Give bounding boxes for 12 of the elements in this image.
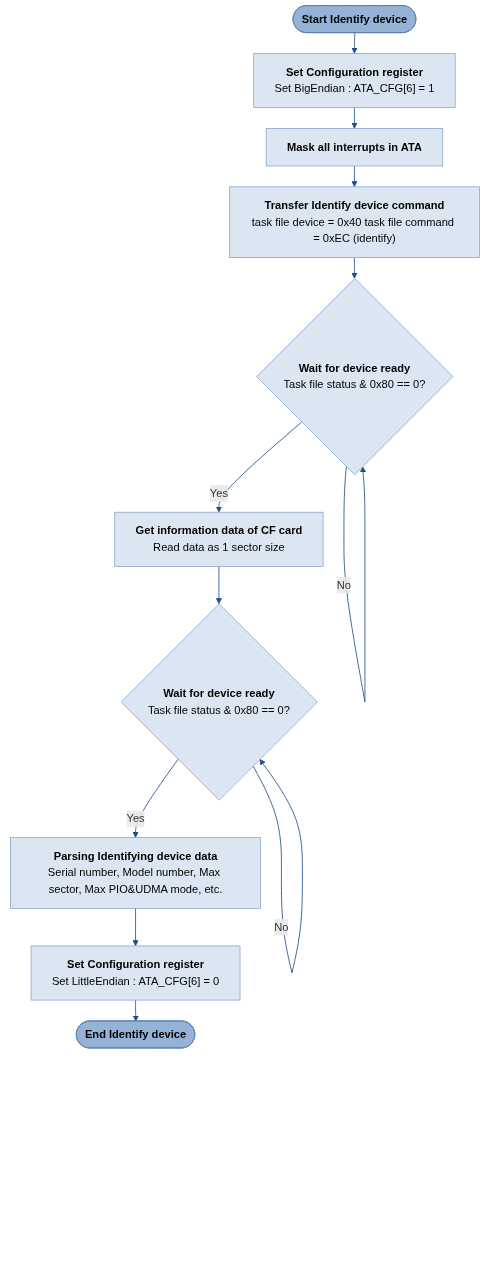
node-diamond: Wait for device ready Task file status & 0x80 == 0? — [256, 278, 454, 476]
node-box: Set Configuration register Set LittleEndian : ATA_CFG[6] = 0 — [30, 945, 241, 1001]
node-box: Mask all interrupts in ATA — [265, 128, 444, 167]
edge-label: Yes — [209, 487, 228, 499]
node-box: Parsing Identifying device data Serial number, Model number, Max sector, Max PIO&UDMA mode, etc. — [10, 837, 261, 909]
node-box: Get information data of CF card Read data as 1 sector size — [114, 511, 324, 567]
edge-label: No — [336, 578, 352, 591]
node-box: Set Configuration register Set BigEndian : ATA_CFG[6] = 1 — [253, 53, 456, 108]
node-diamond: Wait for device ready Task file status & 0x80 == 0? — [120, 603, 318, 801]
node-box: Transfer Identify device command task file device = 0x40 task file command = 0xEC (identify) — [229, 186, 480, 258]
edge-label: Yes — [126, 812, 145, 825]
edge-label: No — [274, 920, 289, 933]
